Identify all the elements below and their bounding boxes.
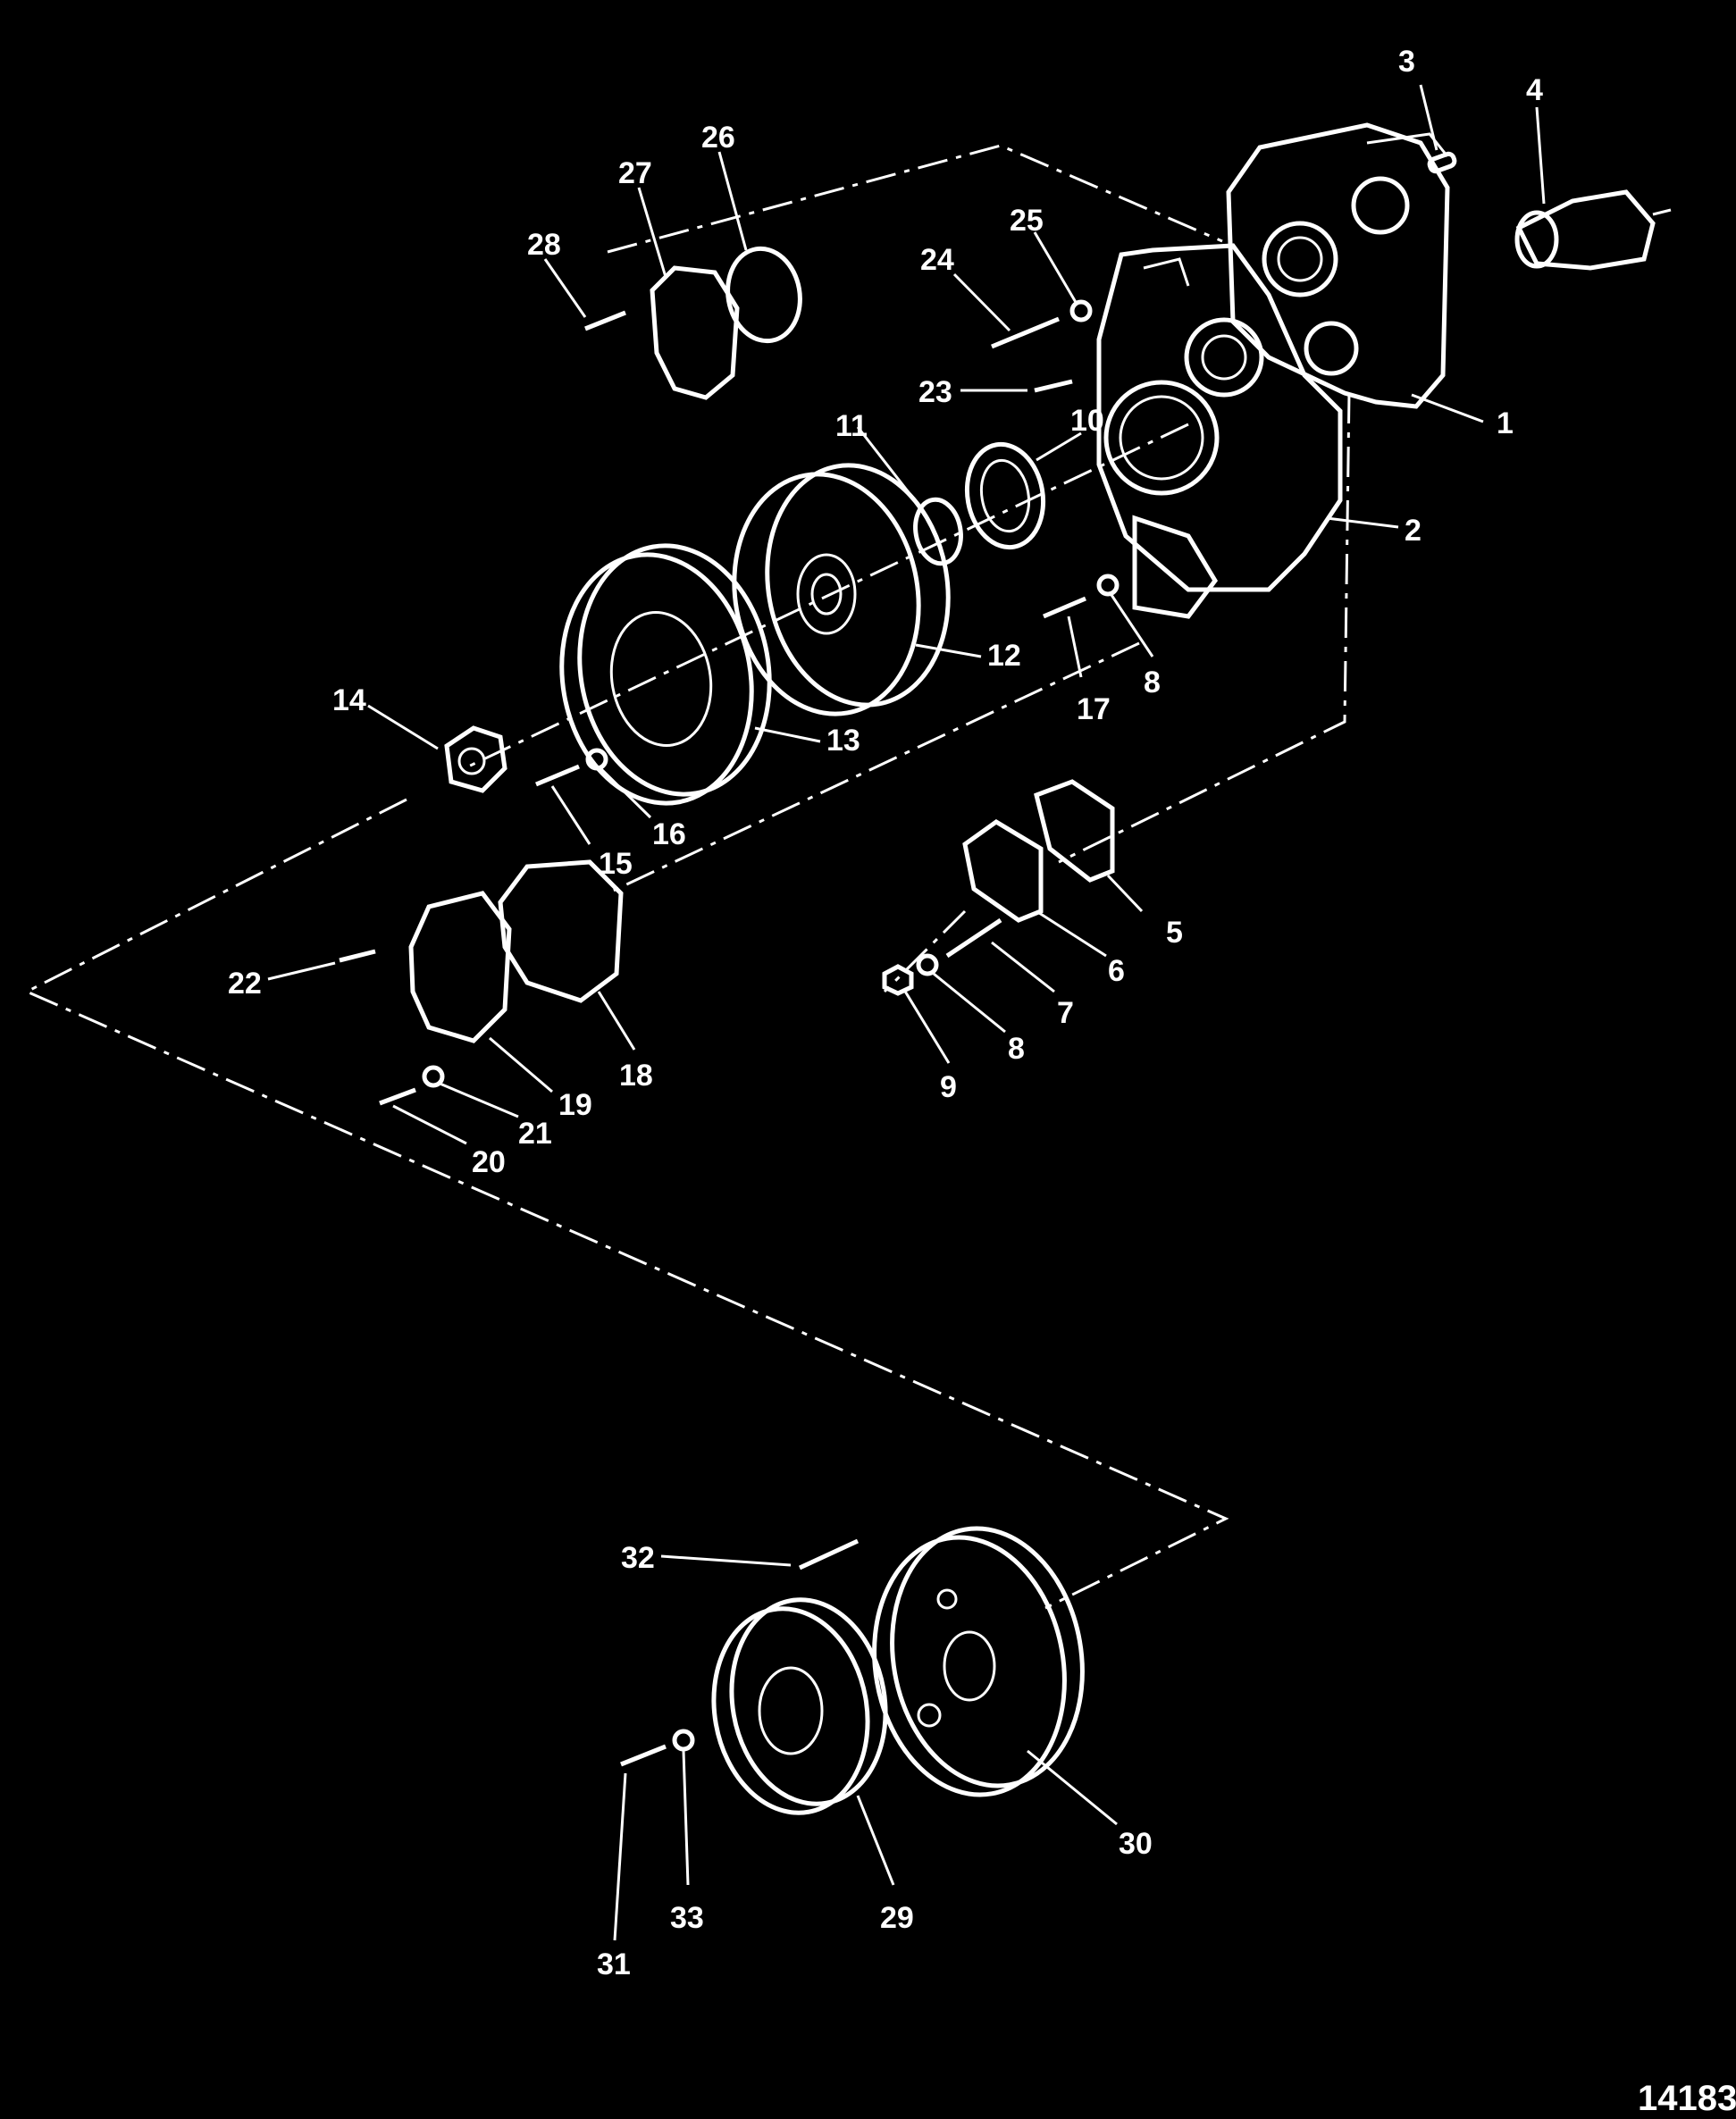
callout-14: 14 <box>332 683 366 717</box>
bolt-part-17 <box>1043 596 1086 619</box>
washer-part-16 <box>585 748 608 771</box>
callout-1: 1 <box>1497 406 1514 440</box>
bolt-part-24 <box>991 316 1060 349</box>
callout-25: 25 <box>1010 204 1044 238</box>
callout-8-lower: 8 <box>1008 1032 1025 1066</box>
centerline-access-cover <box>1058 392 1351 864</box>
seal-cover-part-19 <box>408 891 512 1043</box>
timing-cover-part-2 <box>1096 243 1343 619</box>
washer-part-21 <box>422 1065 445 1088</box>
callout-27: 27 <box>618 156 652 190</box>
pulley-part-12 <box>732 463 951 716</box>
callout-26: 26 <box>701 121 735 155</box>
bolt-part-28 <box>584 310 626 331</box>
o-ring-part-26 <box>725 246 802 344</box>
callout-22: 22 <box>228 967 262 1001</box>
bolt-part-32 <box>798 1538 860 1570</box>
callout-labels: 1 2 3 4 5 6 7 8 8 9 10 11 12 13 14 15 16… <box>228 45 1543 1981</box>
centerline-lower-assembly <box>23 798 1229 1610</box>
gasket-part-5 <box>1034 779 1115 883</box>
hub-plate-part-30 <box>872 1526 1085 1797</box>
callout-23: 23 <box>918 375 952 409</box>
bolt-part-15 <box>535 764 580 787</box>
callout-6: 6 <box>1108 954 1125 988</box>
centerline-pulley <box>464 423 1189 770</box>
callout-3: 3 <box>1398 45 1415 79</box>
callout-19: 19 <box>558 1088 592 1122</box>
callout-18: 18 <box>619 1059 653 1093</box>
stud-part-7 <box>945 917 1002 959</box>
callout-5: 5 <box>1166 916 1183 950</box>
gasket-part-18 <box>498 859 624 1003</box>
washer-part-8-lower <box>916 953 939 976</box>
bolt-part-31 <box>620 1744 667 1767</box>
callout-7: 7 <box>1057 996 1074 1030</box>
assembly-centerlines <box>23 144 1351 1610</box>
bolt-part-22 <box>339 949 376 963</box>
callout-4: 4 <box>1526 73 1543 107</box>
callout-33: 33 <box>670 1901 704 1935</box>
callout-10: 10 <box>1070 404 1104 438</box>
callout-16: 16 <box>652 817 686 851</box>
access-cover-part-6 <box>962 819 1044 923</box>
callout-30: 30 <box>1119 1827 1153 1861</box>
centerline-stud <box>883 909 967 993</box>
centerline-seal-cover <box>607 641 1140 895</box>
callout-13: 13 <box>826 724 860 758</box>
pulley-part-29 <box>711 1597 888 1815</box>
washer-part-25 <box>1069 299 1093 322</box>
figure-number: 14183 <box>1638 2079 1736 2118</box>
callout-20: 20 <box>472 1145 506 1179</box>
callout-leader-lines <box>267 84 1546 1941</box>
callout-15: 15 <box>599 847 633 881</box>
callout-32: 32 <box>621 1541 655 1575</box>
callout-31: 31 <box>597 1947 631 1981</box>
callout-17: 17 <box>1077 692 1111 726</box>
callout-24: 24 <box>920 243 954 277</box>
callout-11: 11 <box>835 409 868 443</box>
callout-2: 2 <box>1405 514 1422 548</box>
callout-9: 9 <box>940 1070 957 1104</box>
washer-part-33 <box>672 1729 695 1752</box>
callout-21: 21 <box>518 1117 552 1151</box>
bolt-part-20 <box>379 1087 416 1106</box>
nut-part-9 <box>882 964 914 996</box>
cover-plate-part-27 <box>650 265 740 400</box>
callout-28: 28 <box>527 228 561 262</box>
callout-12: 12 <box>987 639 1021 673</box>
centerline-cover-plate <box>607 144 1223 254</box>
washer-part-8-upper <box>1096 574 1120 597</box>
shaft-gear-part-4 <box>1514 189 1672 271</box>
seal-part-10 <box>964 441 1046 550</box>
callout-29: 29 <box>880 1901 914 1935</box>
damper-part-13 <box>559 543 772 806</box>
dowel-pin-part-3 <box>1427 151 1457 174</box>
callout-8-upper: 8 <box>1144 666 1161 699</box>
hex-nut-part-14 <box>444 725 507 793</box>
bolt-part-23 <box>1034 379 1073 393</box>
